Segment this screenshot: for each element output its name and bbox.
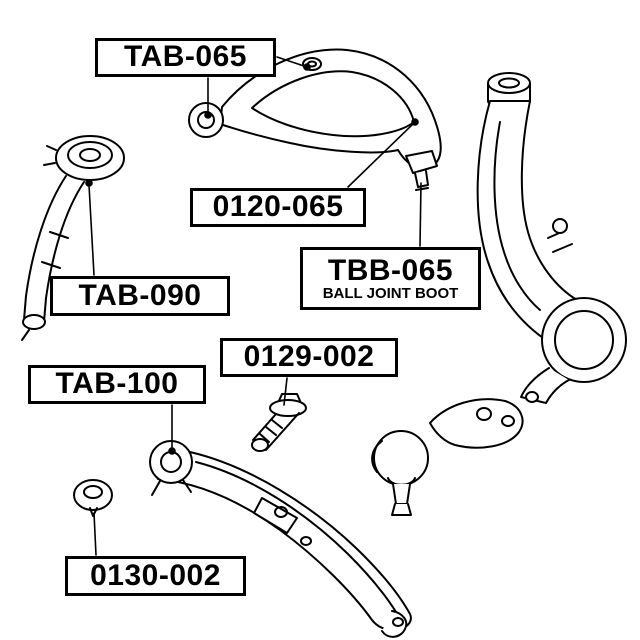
callout-tab-090-label: TAB-090: [78, 278, 202, 312]
callout-0129-002: 0129-002: [220, 338, 398, 377]
callout-0130-002: 0130-002: [65, 556, 246, 596]
leader-dot: [168, 447, 176, 455]
leader-dot: [303, 63, 311, 71]
callout-tbb-065-label: TBB-065: [327, 253, 454, 287]
camber-bolt-drawing: [251, 393, 307, 452]
callout-0120-065: 0120-065: [190, 188, 366, 227]
leader-dot: [411, 118, 419, 126]
leader-dot: [204, 111, 212, 119]
callout-0120-065-label: 0120-065: [212, 190, 344, 224]
leader-dot: [85, 179, 93, 187]
callout-0130-002-label: 0130-002: [90, 558, 221, 592]
callout-tab-100-label: TAB-100: [55, 367, 179, 401]
callout-tbb-065: TBB-065 BALL JOINT BOOT: [300, 247, 481, 310]
steering-knuckle-drawing: [476, 72, 627, 404]
callout-tab-065: TAB-065: [95, 38, 276, 77]
front-upper-arm-drawing: [21, 135, 125, 341]
callout-tbb-065-sublabel: BALL JOINT BOOT: [322, 285, 459, 303]
lower-control-arm-drawing: [149, 440, 412, 638]
callout-0129-002-label: 0129-002: [243, 340, 375, 374]
washer-drawing: [73, 479, 113, 517]
callout-tab-100: TAB-100: [28, 365, 206, 404]
callout-tab-065-label: TAB-065: [124, 40, 247, 74]
leader-lines: [85, 56, 422, 556]
callout-tab-090: TAB-090: [50, 276, 230, 316]
lower-ball-joint-drawing: [371, 398, 524, 516]
